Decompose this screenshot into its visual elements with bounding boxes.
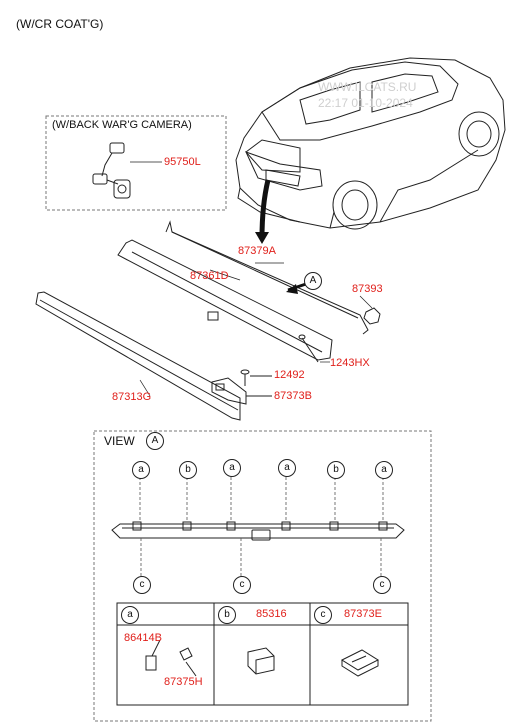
view-leader-lines [139, 477, 384, 576]
part-87379A-strip [165, 220, 369, 335]
part-87361D-garnish [117, 239, 333, 361]
label-87313G: 87313G [112, 391, 152, 403]
legend-part-85316-label: 85316 [256, 608, 287, 620]
label-87393: 87393 [352, 283, 383, 295]
marker-c: c [133, 576, 151, 594]
view-garnish [111, 521, 405, 541]
legend-part-87373E-label: 87373E [344, 608, 382, 620]
camera-box-title: (W/BACK WAR'G CAMERA) [52, 119, 192, 131]
location-arrowhead [255, 232, 269, 244]
watermark-timestamp: 22:17 01-10-2024 [318, 96, 413, 110]
legend-part-85316 [247, 647, 275, 675]
view-arrowhead [286, 284, 298, 294]
marker-a: a [132, 461, 150, 479]
legend-part-86414B [145, 639, 197, 677]
part-1243HX-screw [298, 334, 319, 363]
legend-key-c: c [314, 606, 332, 624]
legend-table [116, 602, 409, 706]
car-illustration [235, 57, 506, 230]
legend-key-b: b [218, 606, 236, 624]
watermark-site: WWW.ILCATS.RU [318, 80, 417, 94]
view-box [93, 430, 432, 722]
part-87313G-molding [35, 291, 241, 421]
marker-a: a [223, 459, 241, 477]
label-87361D: 87361D [190, 270, 229, 282]
marker-c: c [233, 576, 251, 594]
label-12492: 12492 [274, 369, 305, 381]
view-title: VIEW [104, 434, 135, 448]
label-87373B: 87373B [274, 390, 312, 402]
marker-b: b [179, 461, 197, 479]
camera-option-box [45, 115, 227, 211]
marker-a: a [278, 459, 296, 477]
view-marker: A [304, 272, 322, 290]
camera-assembly [92, 142, 131, 199]
marker-c: c [373, 576, 391, 594]
legend-key-a: a [121, 606, 139, 624]
coating-note: (W/CR COAT'G) [16, 17, 104, 31]
legend-part-87375H-label: 87375H [164, 676, 203, 688]
label-87379A: 87379A [238, 245, 276, 257]
label-95750L: 95750L [164, 156, 201, 168]
marker-b: b [327, 461, 345, 479]
view-title-marker: A [146, 432, 164, 450]
marker-a: a [375, 461, 393, 479]
leader-lines [139, 262, 373, 397]
legend-part-87373E [340, 649, 380, 677]
label-1243HX: 1243HX [330, 357, 370, 369]
part-12492-screw [240, 369, 272, 386]
part-87393-nut [363, 307, 381, 325]
legend-part-86414B-label: 86414B [124, 632, 162, 644]
part-87373B-bracket [211, 377, 272, 405]
